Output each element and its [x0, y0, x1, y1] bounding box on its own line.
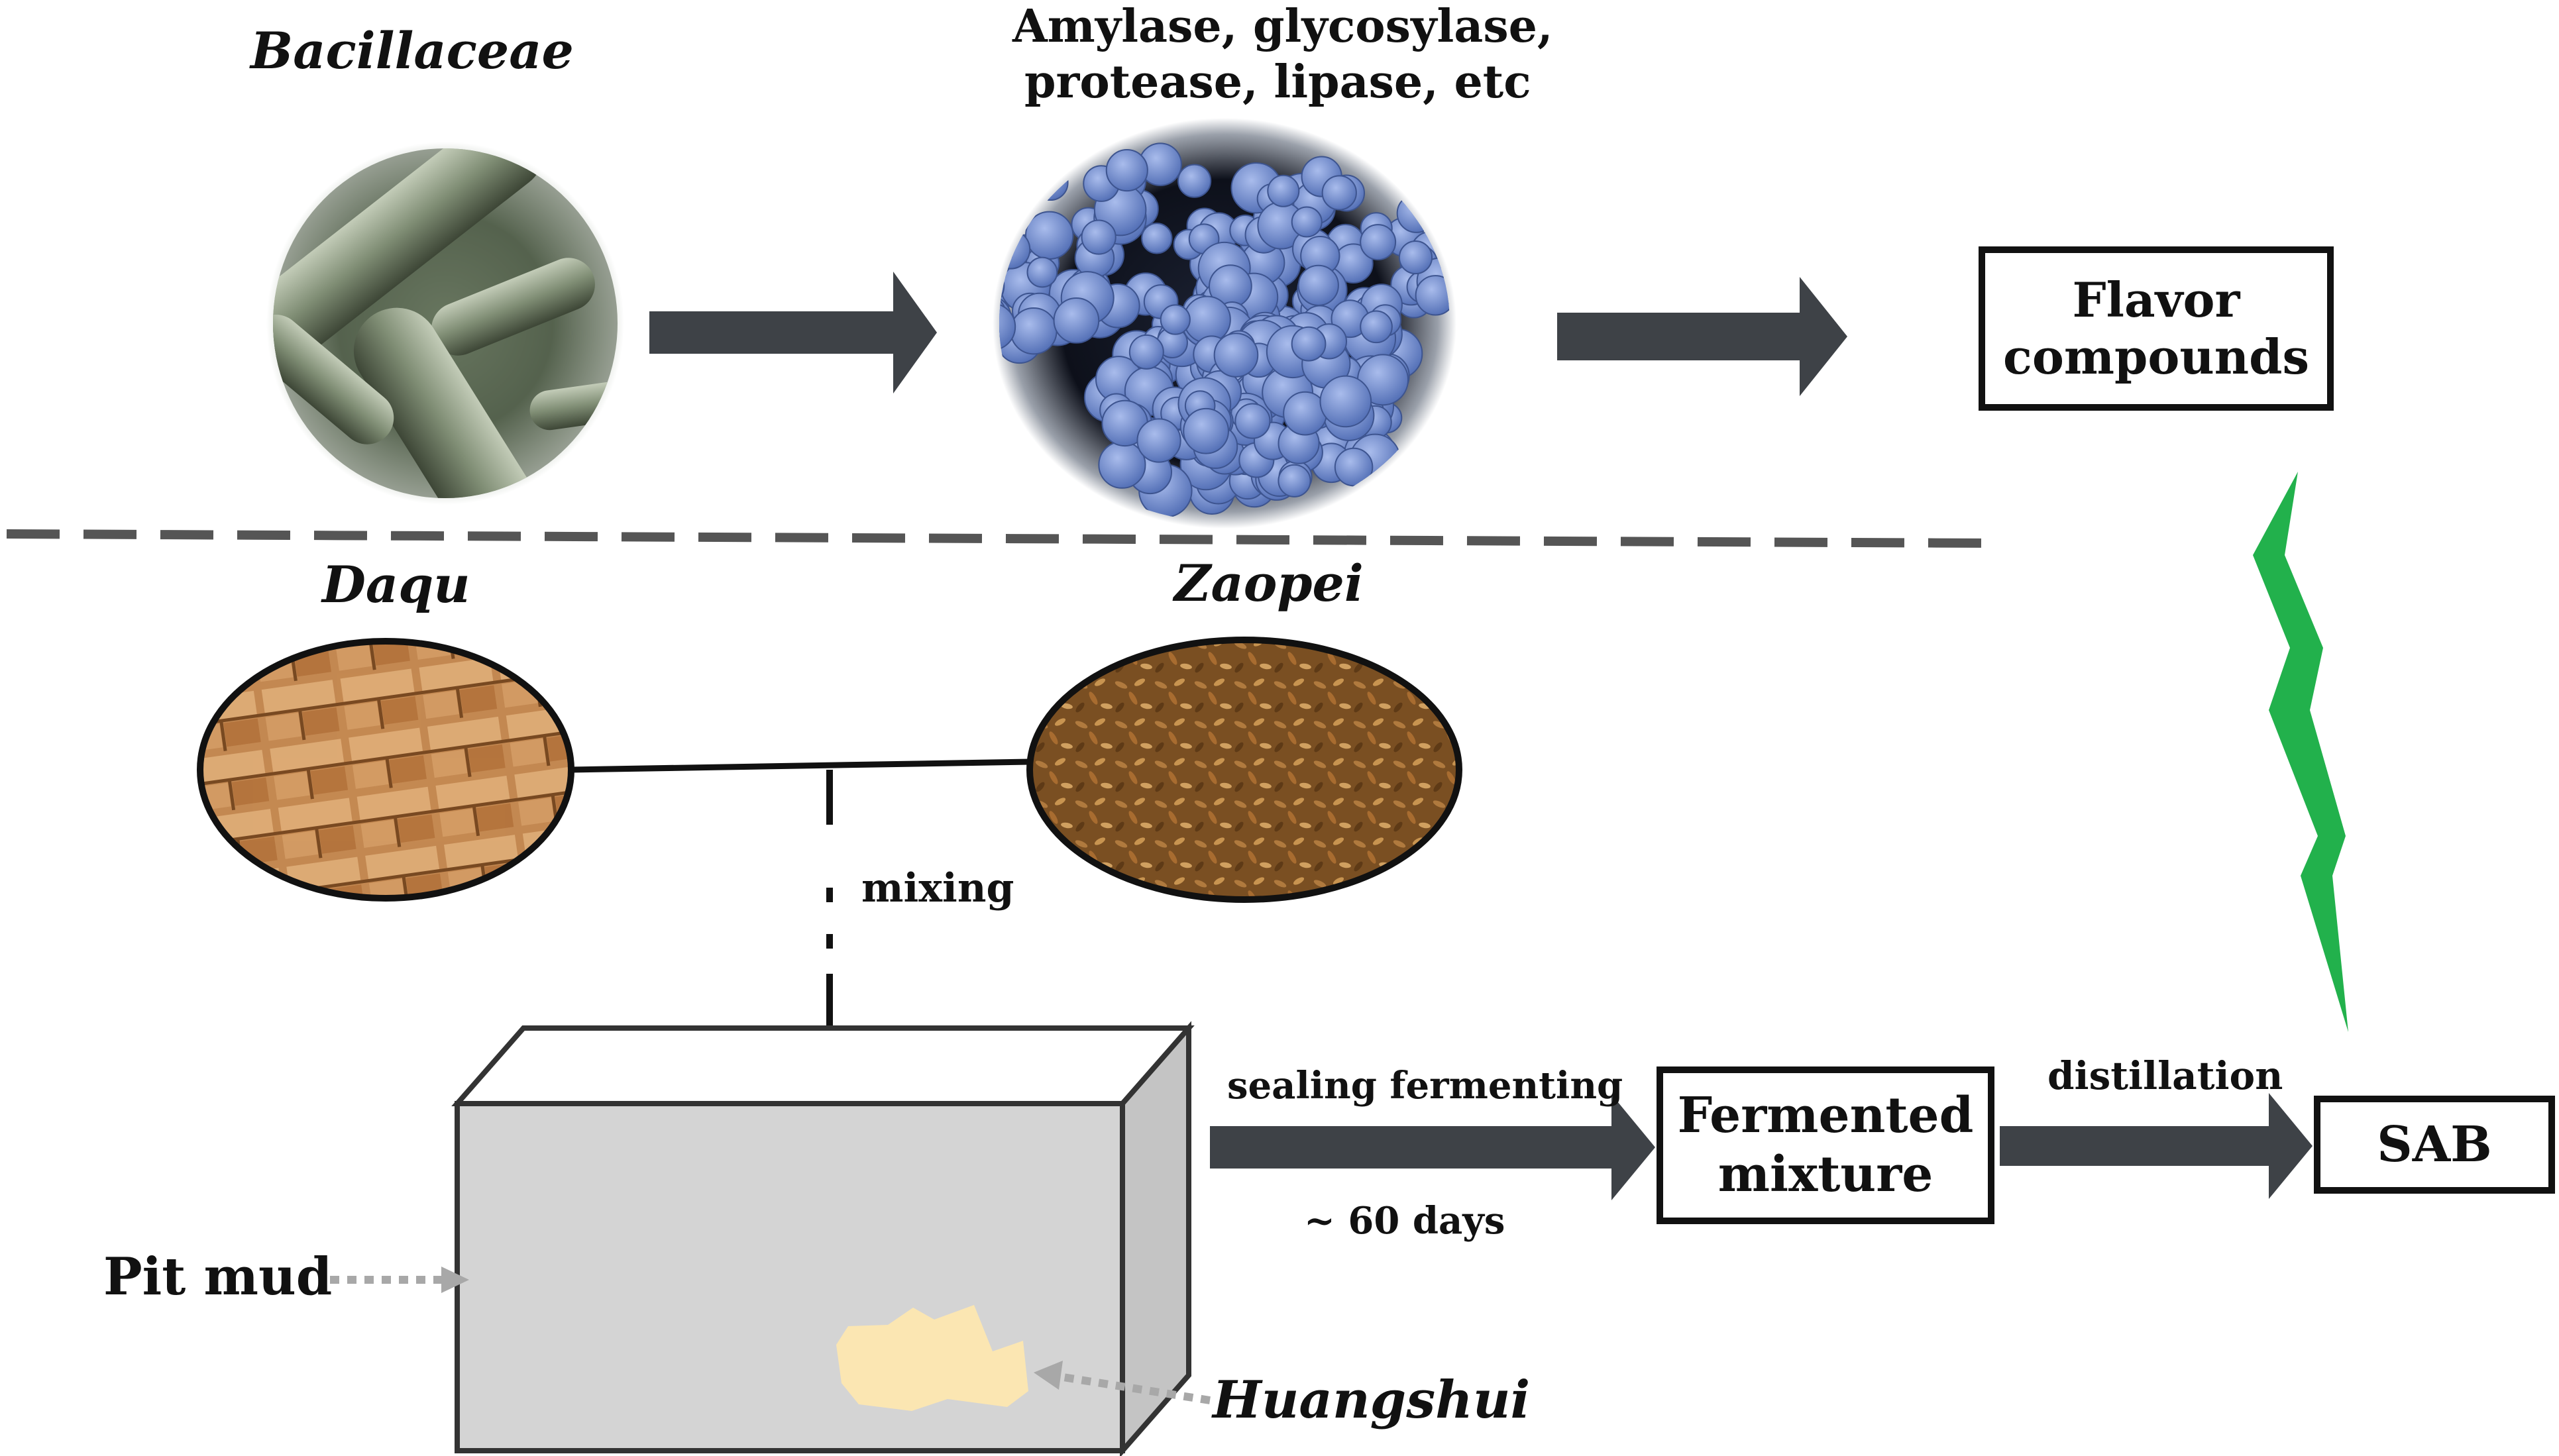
daqu-zaopei-connector: [571, 758, 1030, 773]
bacillaceae-image: [266, 142, 624, 505]
pit-mud-label: Pit mud: [103, 1247, 333, 1307]
mixing-label: mixing: [861, 865, 1014, 911]
sealing-fermenting-label: sealing fermenting: [1227, 1064, 1623, 1108]
fermented-label-line2: mixture: [1717, 1146, 1933, 1203]
days-label: ~ 60 days: [1304, 1199, 1505, 1243]
huangshui-label: Huangshui: [1213, 1370, 1531, 1430]
daqu-label: Daqu: [322, 555, 470, 614]
lightning-bolt-icon: [2253, 472, 2348, 1032]
sab-label: SAB: [2377, 1116, 2492, 1173]
flavor-label-line1: Flavor: [2072, 271, 2240, 328]
flavor-compounds-box: Flavor compounds: [1979, 246, 2334, 411]
zaopei-label: Zaopei: [1174, 554, 1364, 613]
daqu-image: [197, 638, 574, 902]
fermentation-pit: [451, 1021, 1195, 1456]
fermented-label-line1: Fermented: [1677, 1087, 1974, 1145]
arrow-distillation: [2000, 1093, 2313, 1199]
enzyme-protein-image: [993, 118, 1456, 529]
sab-box: SAB: [2314, 1096, 2555, 1194]
zaopei-image: [1026, 637, 1462, 903]
huangshui-arrow: [1034, 1361, 1211, 1404]
enzymes-label-line1: Amylase, glycosylase,: [1012, 0, 1553, 53]
dashed-separator: [6, 529, 1995, 548]
enzymes-label-line2: protease, lipase, etc: [1024, 56, 1531, 109]
arrow-sealing-fermenting: [1210, 1094, 1655, 1200]
arrow-bacteria-to-enzyme: [649, 272, 937, 393]
huangshui-liquid: [836, 1305, 1028, 1411]
arrow-enzyme-to-flavor: [1557, 277, 1847, 396]
distillation-label: distillation: [2047, 1053, 2283, 1098]
pit-mud-arrow: [330, 1267, 469, 1293]
fermented-mixture-box: Fermented mixture: [1657, 1066, 1994, 1224]
bacillaceae-label: Bacillaceae: [250, 21, 574, 80]
flavor-label-line2: compounds: [2003, 329, 2309, 385]
